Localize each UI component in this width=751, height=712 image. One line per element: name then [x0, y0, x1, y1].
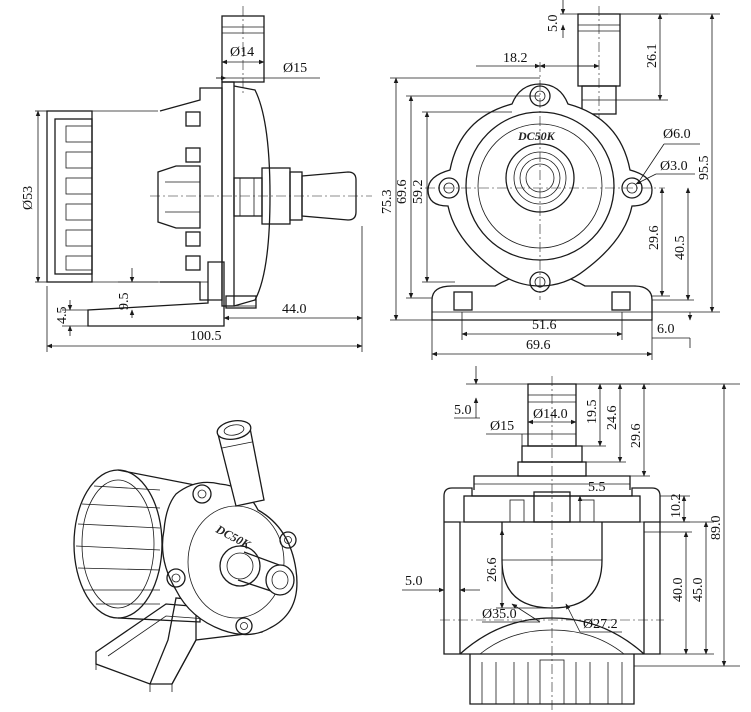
dim-text: 95.5: [697, 156, 712, 181]
dim-text: 89.0: [709, 516, 724, 541]
dim-text: 5.0: [546, 15, 561, 33]
iso-view: DC50K: [73, 420, 298, 692]
bottom-dim-5-0-wall: 5.0: [402, 574, 480, 593]
bottom-shoulder: [473, 475, 631, 490]
dim-text: 5.0: [454, 403, 472, 418]
front-dim-59-2: 59.2: [411, 111, 512, 283]
side-bracket: [87, 261, 256, 327]
dim-text: 19.5: [585, 400, 600, 425]
dim-text: 59.2: [411, 180, 426, 205]
front-dim-26-1: 26.1: [582, 13, 668, 101]
bottom-dim-d15: Ø15: [486, 419, 576, 446]
bottom-fins: [440, 619, 664, 705]
iso-outlet-pipe: [216, 420, 265, 507]
front-view: DC50K 5.0 26.1: [380, 0, 720, 360]
front-dim-40-5: 40.5: [652, 187, 694, 301]
side-dim-100-5: 100.5: [46, 286, 363, 352]
bottom-dim-19-5: 19.5: [576, 383, 606, 447]
dim-text: Ø14.0: [533, 407, 568, 422]
side-dim-44: 44.0: [223, 226, 363, 322]
dim-text: 10.2: [669, 494, 684, 519]
dim-text: 40.5: [673, 236, 688, 261]
front-brand-label: DC50K: [517, 129, 556, 143]
side-dim-9-5: 9.5: [117, 268, 208, 318]
front-dim-95-5: 95.5: [620, 13, 720, 313]
dim-text: 9.5: [117, 293, 132, 311]
bottom-dim-d14: Ø14.0: [527, 407, 577, 425]
dim-text: Ø14: [230, 45, 254, 60]
front-dim-75-3: 75.3: [380, 77, 540, 321]
dim-text: Ø15: [490, 419, 514, 434]
bottom-dim-26-6: 26.6: [485, 521, 552, 609]
side-pump-housing: [157, 81, 271, 309]
front-dim-29-6: 29.6: [647, 187, 670, 297]
dim-text: Ø53: [21, 186, 36, 210]
dim-text: 5.0: [405, 574, 423, 589]
bottom-dim-5-0-top: 5.0: [454, 366, 528, 419]
side-nozzle: [150, 167, 372, 225]
iso-motor: [73, 469, 201, 623]
dim-text: Ø15: [283, 61, 307, 76]
front-dim-69-6: 69.6: [395, 95, 540, 299]
side-motor-body: [46, 110, 158, 283]
front-dim-5-0: 5.0: [546, 0, 578, 38]
front-dim-d6: Ø6.0: [639, 127, 700, 181]
side-dim-d15: Ø15: [216, 61, 320, 81]
dim-text: 29.6: [647, 226, 662, 251]
front-centerlines: [425, 62, 665, 300]
dim-text: 26.1: [645, 44, 660, 69]
bottom-dim-5-5: 5.5: [570, 480, 630, 522]
side-dim-4-5: 4.5: [55, 300, 88, 336]
front-dim-51-6: 51.6: [461, 312, 623, 340]
front-dim-d3: Ø3.0: [635, 159, 695, 185]
bottom-dim-89: 89.0: [576, 383, 740, 667]
front-dim-6-0: 6.0: [652, 312, 693, 348]
dim-text: 24.6: [605, 406, 620, 431]
front-dim-69-6-base: 69.6: [431, 320, 653, 360]
dim-text: Ø6.0: [663, 127, 691, 142]
dim-text: 100.5: [190, 329, 222, 344]
dim-text: 6.0: [657, 322, 675, 337]
side-inlet-pipe: [221, 6, 265, 95]
dim-text: 75.3: [380, 190, 395, 215]
iso-nozzle: [219, 545, 295, 596]
bottom-outlet: [517, 376, 587, 712]
side-view: Ø14 Ø15 Ø53 4.5 9.5 44: [21, 6, 372, 352]
dim-text: Ø35.0: [482, 607, 517, 622]
front-dim-18-2: 18.2: [476, 51, 600, 69]
side-dim-d53: Ø53: [21, 110, 47, 283]
dim-text: Ø3.0: [660, 159, 688, 174]
dim-text: Ø27.2: [583, 617, 618, 632]
bottom-view: 5.0 Ø14.0 Ø15 19.5 24.6 29.6: [402, 366, 740, 712]
bottom-dim-29-6: 29.6: [626, 383, 650, 477]
dim-text: 29.6: [629, 424, 644, 449]
dim-text: 51.6: [532, 318, 557, 333]
side-dim-d14: Ø14: [221, 45, 265, 65]
bottom-dim-40: 40.0: [644, 531, 714, 655]
dim-text: 45.0: [691, 578, 706, 603]
dim-text: 69.6: [395, 180, 410, 205]
bottom-dim-d35: Ø35.0: [482, 603, 541, 623]
dim-text: 40.0: [671, 578, 686, 603]
dim-text: 4.5: [55, 307, 70, 325]
bottom-dim-d27: Ø27.2: [565, 603, 622, 633]
dim-text: 26.6: [485, 558, 500, 583]
bottom-dim-10-2: 10.2: [660, 494, 690, 523]
dim-text: 69.6: [526, 338, 551, 353]
dim-text: 44.0: [282, 302, 307, 317]
dim-text: 5.5: [588, 480, 606, 495]
bottom-dim-45: 45.0: [660, 521, 714, 655]
dim-text: 18.2: [503, 51, 528, 66]
